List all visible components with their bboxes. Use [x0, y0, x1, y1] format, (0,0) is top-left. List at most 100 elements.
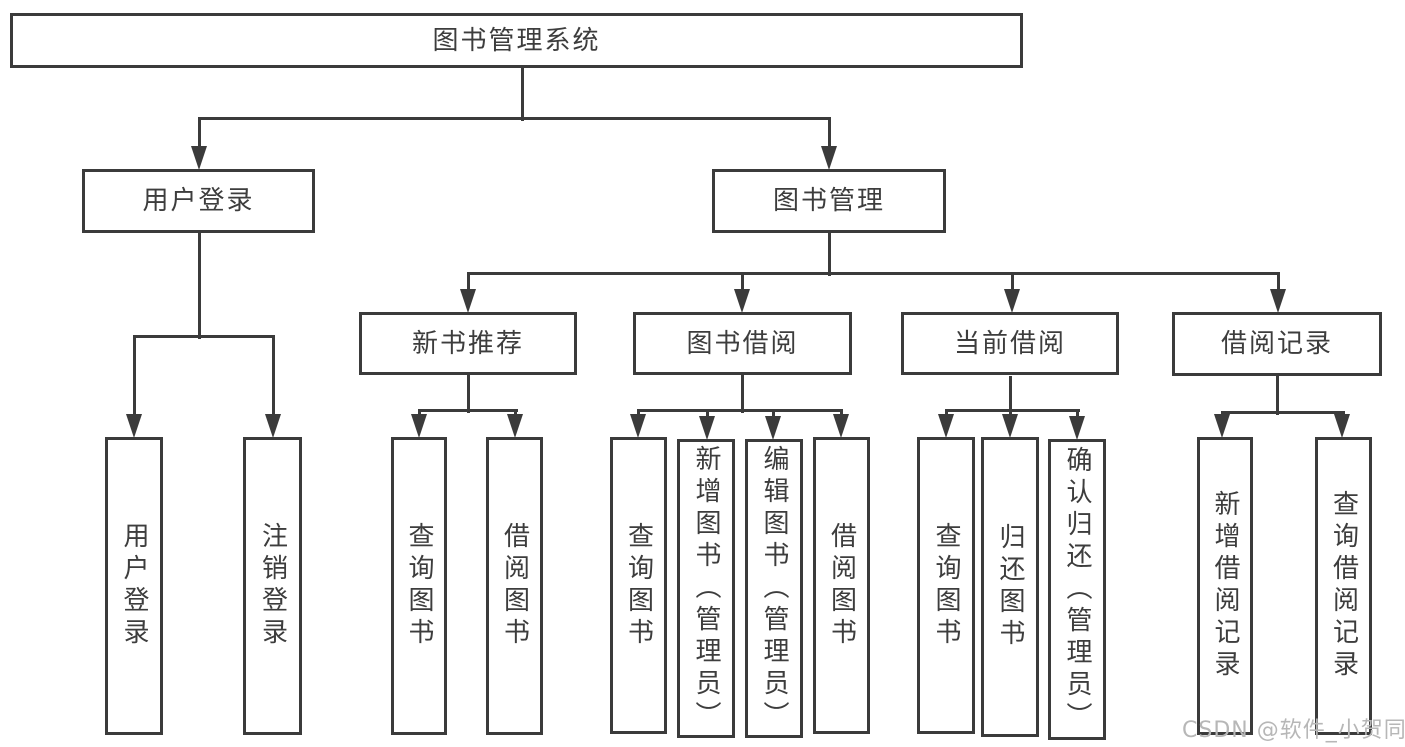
node-bb-borrow-books: 借阅图书: [813, 437, 870, 734]
connector-arrow: [833, 410, 849, 438]
connector-line-horizontal: [466, 271, 1280, 275]
br-query-record-label: 查询借阅记录: [1328, 490, 1359, 682]
connector-arrow: [1214, 412, 1230, 438]
node-cb-return-books: 归还图书: [981, 437, 1039, 737]
connector-arrow: [938, 410, 954, 438]
node-borrow-records: 借阅记录: [1172, 312, 1382, 376]
connector-line-vertical: [1275, 376, 1279, 415]
node-new-book-rec: 新书推荐: [359, 312, 577, 375]
connector-line-horizontal: [197, 116, 831, 120]
connector-arrow: [765, 410, 781, 440]
arrowhead-down-icon: [265, 414, 281, 438]
cb-return-books-label: 归还图书: [995, 523, 1025, 651]
connector-line-horizontal: [636, 408, 843, 412]
current-borrow-label: 当前借阅: [953, 328, 1066, 359]
arrow-shaft: [466, 273, 470, 289]
arrow-shaft: [271, 336, 275, 414]
node-br-query-record: 查询借阅记录: [1315, 437, 1372, 735]
connector-arrow: [1270, 273, 1286, 313]
node-user-login-branch: 用户登录: [82, 169, 315, 233]
root-label: 图书管理系统: [432, 25, 601, 56]
user-login-label: 用户登录: [119, 522, 149, 650]
book-borrow-label: 图书借阅: [686, 328, 799, 359]
bb-add-books-label: 新增图书（管理员）: [691, 444, 721, 733]
node-cb-confirm-return: 确认归还（管理员）: [1048, 439, 1106, 740]
logout-label: 注销登录: [257, 522, 288, 650]
new-book-rec-label: 新书推荐: [411, 328, 524, 359]
arrowhead-down-icon: [1004, 289, 1020, 313]
arrowhead-down-icon: [821, 146, 837, 170]
borrow-records-label: 借阅记录: [1220, 329, 1333, 359]
connector-arrow: [1002, 410, 1018, 438]
arrow-shaft: [1008, 410, 1012, 414]
node-bb-edit-books: 编辑图书（管理员）: [745, 439, 803, 738]
arrowhead-down-icon: [126, 414, 142, 438]
bb-query-books-label: 查询图书: [623, 521, 654, 650]
arrow-shaft: [1010, 273, 1014, 289]
connector-line-vertical: [1008, 376, 1012, 413]
nb-borrow-books-label: 借阅图书: [499, 522, 530, 650]
connector-line-vertical: [827, 233, 831, 276]
arrow-shaft: [1220, 412, 1224, 414]
cb-confirm-return-label: 确认归还（管理员）: [1062, 445, 1092, 734]
connector-arrow: [821, 118, 837, 170]
br-add-record-label: 新增借阅记录: [1210, 490, 1240, 682]
node-user-login: 用户登录: [105, 437, 163, 735]
node-logout: 注销登录: [243, 437, 302, 735]
arrowhead-down-icon: [833, 414, 849, 438]
connector-line-vertical: [466, 375, 470, 413]
nb-query-books-label: 查询图书: [404, 522, 434, 650]
connector-line-horizontal: [944, 408, 1080, 412]
connector-arrow: [507, 410, 523, 438]
arrow-shaft: [1075, 410, 1079, 416]
arrow-shaft: [839, 410, 843, 414]
bb-edit-books-label: 编辑图书（管理员）: [759, 444, 789, 733]
arrow-shaft: [827, 118, 831, 146]
connector-line-horizontal: [417, 408, 518, 412]
connector-line-vertical: [740, 375, 744, 413]
arrow-shaft: [132, 336, 136, 414]
arrow-shaft: [513, 410, 517, 414]
arrow-shaft: [705, 410, 709, 416]
book-mgmt-branch-label: 图书管理: [772, 186, 885, 216]
node-book-mgmt-branch: 图书管理: [712, 169, 946, 233]
node-br-add-record: 新增借阅记录: [1197, 437, 1253, 735]
arrowhead-down-icon: [699, 416, 715, 440]
connector-arrow: [734, 273, 750, 313]
arrow-shaft: [740, 273, 744, 289]
connector-arrow: [265, 336, 281, 438]
node-bb-add-books: 新增图书（管理员）: [677, 439, 735, 738]
arrowhead-down-icon: [734, 289, 750, 313]
connector-arrow: [630, 410, 646, 438]
node-current-borrow: 当前借阅: [901, 312, 1119, 375]
node-bb-query-books: 查询图书: [610, 437, 667, 734]
arrow-shaft: [1276, 273, 1280, 289]
connector-arrow: [1069, 410, 1085, 440]
connector-line-vertical: [520, 68, 524, 121]
connector-arrow: [699, 410, 715, 440]
arrowhead-down-icon: [1334, 414, 1350, 438]
arrowhead-down-icon: [507, 414, 523, 438]
arrow-shaft: [1340, 412, 1344, 414]
bb-borrow-books-label: 借阅图书: [826, 521, 857, 650]
node-nb-borrow-books: 借阅图书: [486, 437, 543, 735]
connector-arrow: [1004, 273, 1020, 313]
cb-query-books-label: 查询图书: [931, 521, 961, 650]
arrowhead-down-icon: [460, 289, 476, 313]
arrowhead-down-icon: [765, 416, 781, 440]
watermark-text: CSDN @软件_小贺同学: [1182, 718, 1405, 743]
node-root: 图书管理系统: [10, 13, 1023, 68]
arrow-shaft: [417, 410, 421, 414]
arrow-shaft: [944, 410, 948, 414]
connector-line-horizontal: [132, 334, 275, 338]
node-book-borrow: 图书借阅: [633, 312, 852, 375]
arrowhead-down-icon: [1002, 414, 1018, 438]
arrowhead-down-icon: [1270, 289, 1286, 313]
connector-arrow: [191, 118, 207, 170]
node-nb-query-books: 查询图书: [391, 437, 447, 735]
arrowhead-down-icon: [630, 414, 646, 438]
connector-arrow: [411, 410, 427, 438]
arrowhead-down-icon: [191, 146, 207, 170]
arrowhead-down-icon: [938, 414, 954, 438]
